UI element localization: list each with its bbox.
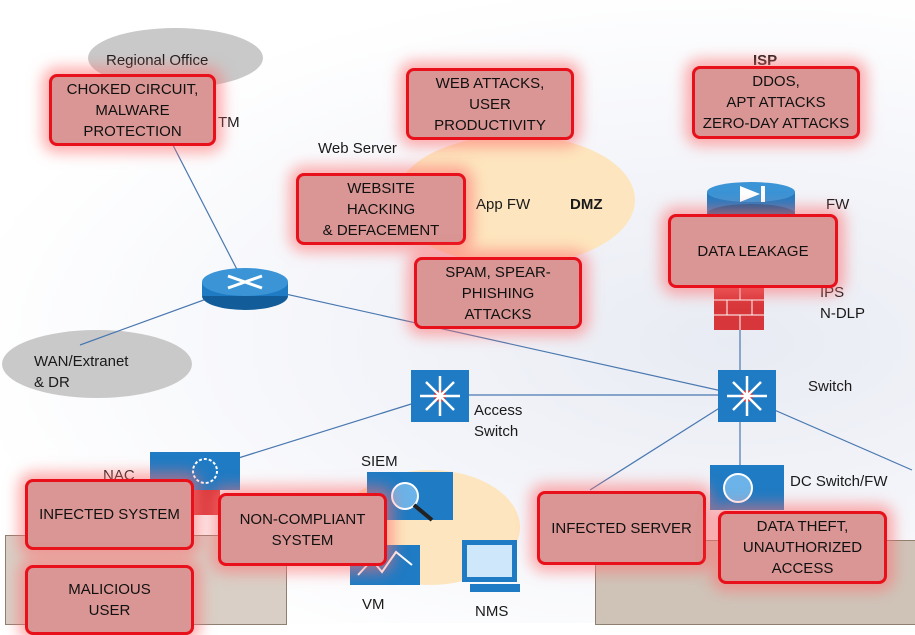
threat-web-attacks-text: WEB ATTACKS, USER PRODUCTIVITY [434, 74, 546, 134]
threat-website-hacking-text: WEBSITE HACKING & DEFACEMENT [322, 179, 440, 239]
dc-switch-icon [710, 465, 784, 510]
threat-infected-system: INFECTED SYSTEM [25, 479, 194, 550]
switch-icon [718, 370, 776, 422]
wan-label: WAN/Extranet & DR [34, 353, 129, 391]
siem-label: SIEM [361, 453, 398, 470]
threat-choked-circuit-text: CHOKED CIRCUIT, MALWARE PROTECTION [66, 80, 199, 140]
threat-data-theft: DATA THEFT, UNAUTHORIZED ACCESS [718, 511, 887, 584]
threat-spam-text: SPAM, SPEAR- PHISHING ATTACKS [445, 263, 551, 323]
regional-office-label: Regional Office [106, 52, 209, 69]
threat-malicious-user: MALICIOUS USER [25, 565, 194, 635]
threat-non-compliant-text: NON-COMPLIANT SYSTEM [239, 510, 366, 549]
dc-switch-label: DC Switch/FW [790, 473, 888, 490]
ips-label: IPS [820, 284, 845, 301]
threat-data-leakage: DATA LEAKAGE [668, 214, 838, 288]
nms-label: NMS [475, 603, 509, 620]
threat-web-attacks: WEB ATTACKS, USER PRODUCTIVITY [406, 68, 574, 140]
vm-label: VM [362, 596, 385, 613]
app-fw-label: App FW [476, 196, 531, 213]
access-switch-label: Access Switch [474, 402, 523, 440]
threat-malicious-user-text: MALICIOUS USER [68, 581, 151, 619]
access-switch-icon [411, 370, 469, 422]
threat-data-theft-text: DATA THEFT, UNAUTHORIZED ACCESS [742, 518, 863, 577]
threat-ddos-text: DDOS, APT ATTACKS ZERO-DAY ATTACKS [702, 73, 850, 132]
threat-infected-server-text: INFECTED SERVER [551, 519, 692, 537]
threat-website-hacking: WEBSITE HACKING & DEFACEMENT [296, 173, 466, 245]
threat-data-leakage-text: DATA LEAKAGE [697, 242, 809, 260]
link-router-regional [159, 119, 246, 286]
link-switch-siem [589, 394, 741, 491]
web-server-label: Web Server [318, 140, 397, 157]
nms-computer-icon [462, 540, 520, 592]
threat-non-compliant: NON-COMPLIANT SYSTEM [218, 493, 387, 566]
link-router-switch [244, 284, 741, 396]
dmz-label: DMZ [570, 196, 603, 213]
wan-cloud [2, 330, 192, 398]
threat-spam: SPAM, SPEAR- PHISHING ATTACKS [414, 257, 582, 329]
tm-label: TM [218, 114, 240, 131]
threat-infected-server: INFECTED SERVER [537, 491, 706, 565]
ips-icon [714, 285, 764, 330]
isp-label: ISP [753, 52, 778, 69]
threat-infected-system-text: INFECTED SYSTEM [39, 506, 180, 523]
router-icon [202, 268, 288, 310]
switch-label: Switch [808, 378, 853, 395]
n-dlp-label: N-DLP [820, 305, 866, 322]
threat-ddos: DDOS, APT ATTACKS ZERO-DAY ATTACKS [692, 66, 860, 139]
threat-choked-circuit: CHOKED CIRCUIT, MALWARE PROTECTION [49, 74, 216, 146]
fw-label: FW [826, 196, 850, 213]
